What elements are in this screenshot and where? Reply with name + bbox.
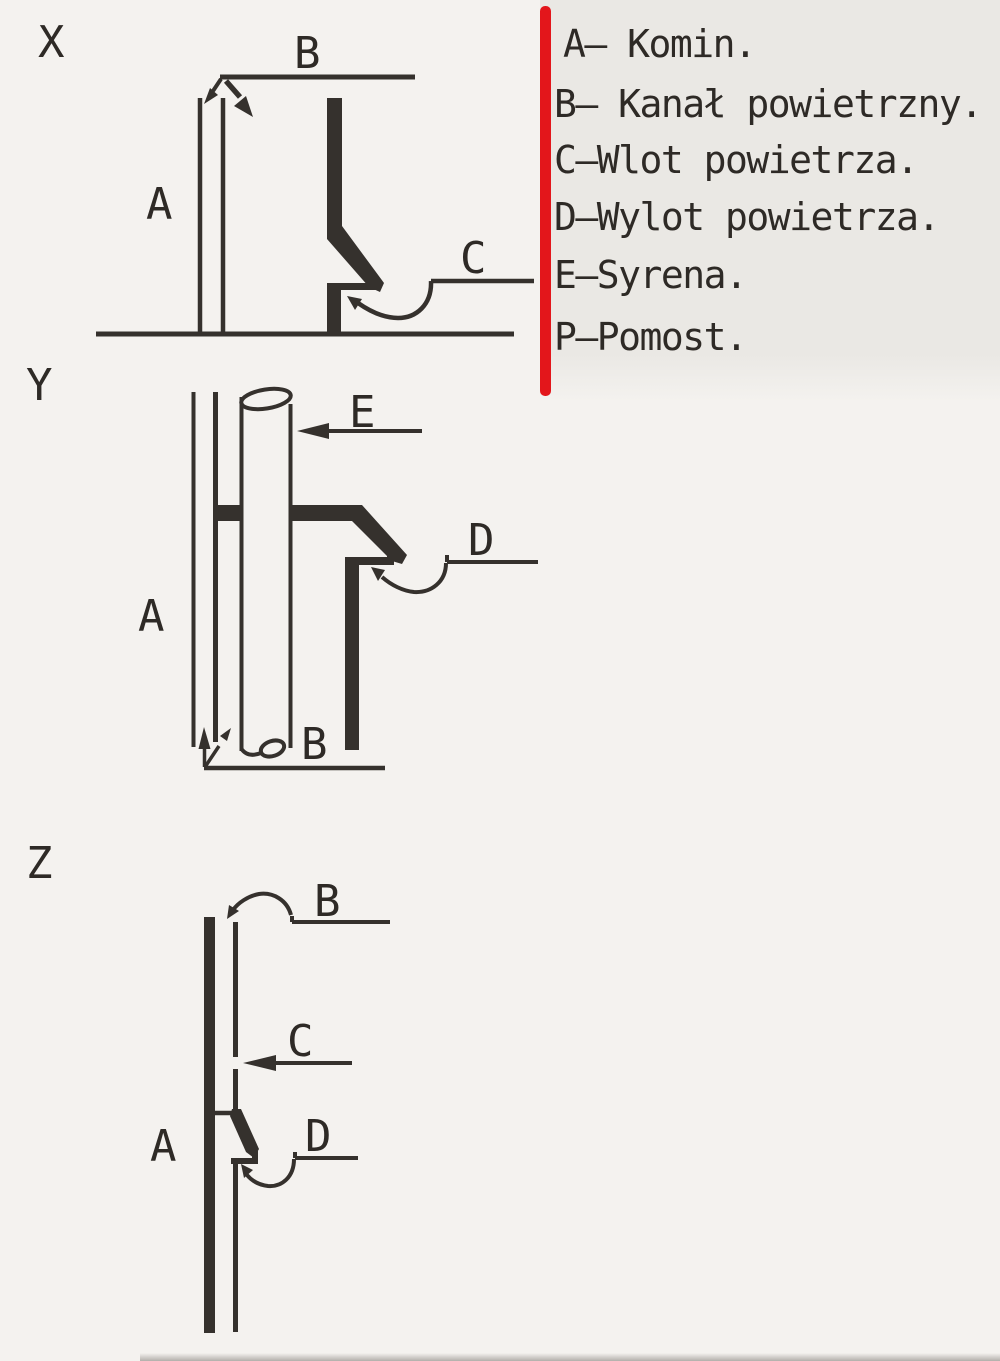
legend-dash: —	[575, 138, 598, 182]
flow-arrow-head	[198, 727, 211, 749]
flow-arrow-shaft	[211, 77, 223, 93]
outlet-curved-arrow	[245, 1158, 296, 1189]
label-outlet-y: D	[468, 515, 494, 566]
outlet-curved-arrow	[380, 562, 448, 595]
legend-item-wylot-powietrza: D—Wylot powietrza.	[554, 195, 941, 239]
legend-key: E	[554, 253, 577, 297]
legend-term: Komin.	[605, 22, 757, 66]
inlet-arrow-head	[243, 1055, 276, 1071]
diagram-z-title: Z	[26, 838, 52, 889]
diagram-x: X A B C	[38, 17, 534, 337]
label-outlet-z: D	[305, 1111, 331, 1162]
flow-arrow-head	[234, 96, 253, 117]
siren-tube-bottom-curve	[239, 747, 262, 757]
outlet-lip	[231, 1151, 258, 1164]
diagram-y-title: Y	[26, 360, 52, 411]
flow-arrow-shaft	[223, 79, 243, 99]
duct-arrow-head	[227, 905, 239, 919]
outlet-lip-wall	[345, 550, 394, 750]
diagram-z: Z A B C D	[26, 838, 390, 1333]
legend-term: Kanał powietrzny.	[596, 82, 983, 126]
outlet-arrow-head	[241, 1164, 253, 1178]
inlet-lip-wall	[327, 275, 376, 334]
legend-key: D	[554, 195, 577, 239]
label-chimney-x: A	[146, 179, 172, 230]
outlet-arrow-head	[371, 567, 385, 581]
legend-key: A	[563, 22, 586, 66]
label-duct-z: B	[314, 876, 340, 927]
label-duct-y: B	[301, 719, 327, 770]
flow-arrow-head	[204, 88, 218, 104]
label-chimney-z: A	[150, 1121, 176, 1172]
siren-tube-top-opening	[239, 386, 293, 412]
label-duct-x: B	[294, 28, 320, 79]
duct-curved-arrow	[231, 891, 293, 916]
flow-arrow-shaft	[203, 745, 221, 768]
legend-dash: —	[575, 315, 598, 359]
inlet-curved-arrow	[356, 280, 434, 321]
legend-key: C	[554, 138, 577, 182]
legend-key: P	[554, 315, 577, 359]
legend-term: Syrena.	[596, 253, 748, 297]
legend-key: B	[554, 82, 577, 126]
legend-dash: —	[575, 253, 598, 297]
siren-tube-bottom-opening	[258, 738, 287, 759]
diagram-y: Y A E D B	[26, 360, 538, 771]
legend-term: Pomost.	[596, 315, 748, 359]
legend-item-komin: A— Komin.	[563, 22, 757, 66]
legend-panel	[540, 0, 1000, 402]
legend-item-wlot-powietrza: C—Wlot powietrza.	[554, 138, 919, 182]
flow-arrow-head	[220, 728, 231, 741]
legend-item-syrena: E—Syrena.	[554, 253, 748, 297]
legend-dash: —	[584, 22, 607, 66]
red-divider-line	[540, 6, 551, 396]
legend-dash: —	[575, 195, 598, 239]
legend-dash: —	[575, 82, 598, 126]
label-inlet-x: C	[460, 233, 486, 284]
label-chimney-y: A	[138, 591, 164, 642]
inlet-arrow-head	[347, 296, 362, 310]
legend-term: Wylot powietrza.	[596, 195, 941, 239]
legend-term: Wlot powietrza.	[596, 138, 919, 182]
diagram-x-title: X	[38, 17, 65, 68]
siren-arrow-head	[297, 423, 329, 439]
siren-tube-body	[243, 393, 289, 753]
legend-item-kanal-powietrzny: B— Kanał powietrzny.	[554, 82, 983, 126]
deflector-diagonal	[230, 1109, 259, 1158]
scan-edge-shadow	[140, 1353, 1000, 1361]
legend-item-pomost: P—Pomost.	[554, 315, 748, 359]
label-inlet-z: C	[287, 1016, 313, 1067]
deflector-wall	[327, 98, 384, 292]
